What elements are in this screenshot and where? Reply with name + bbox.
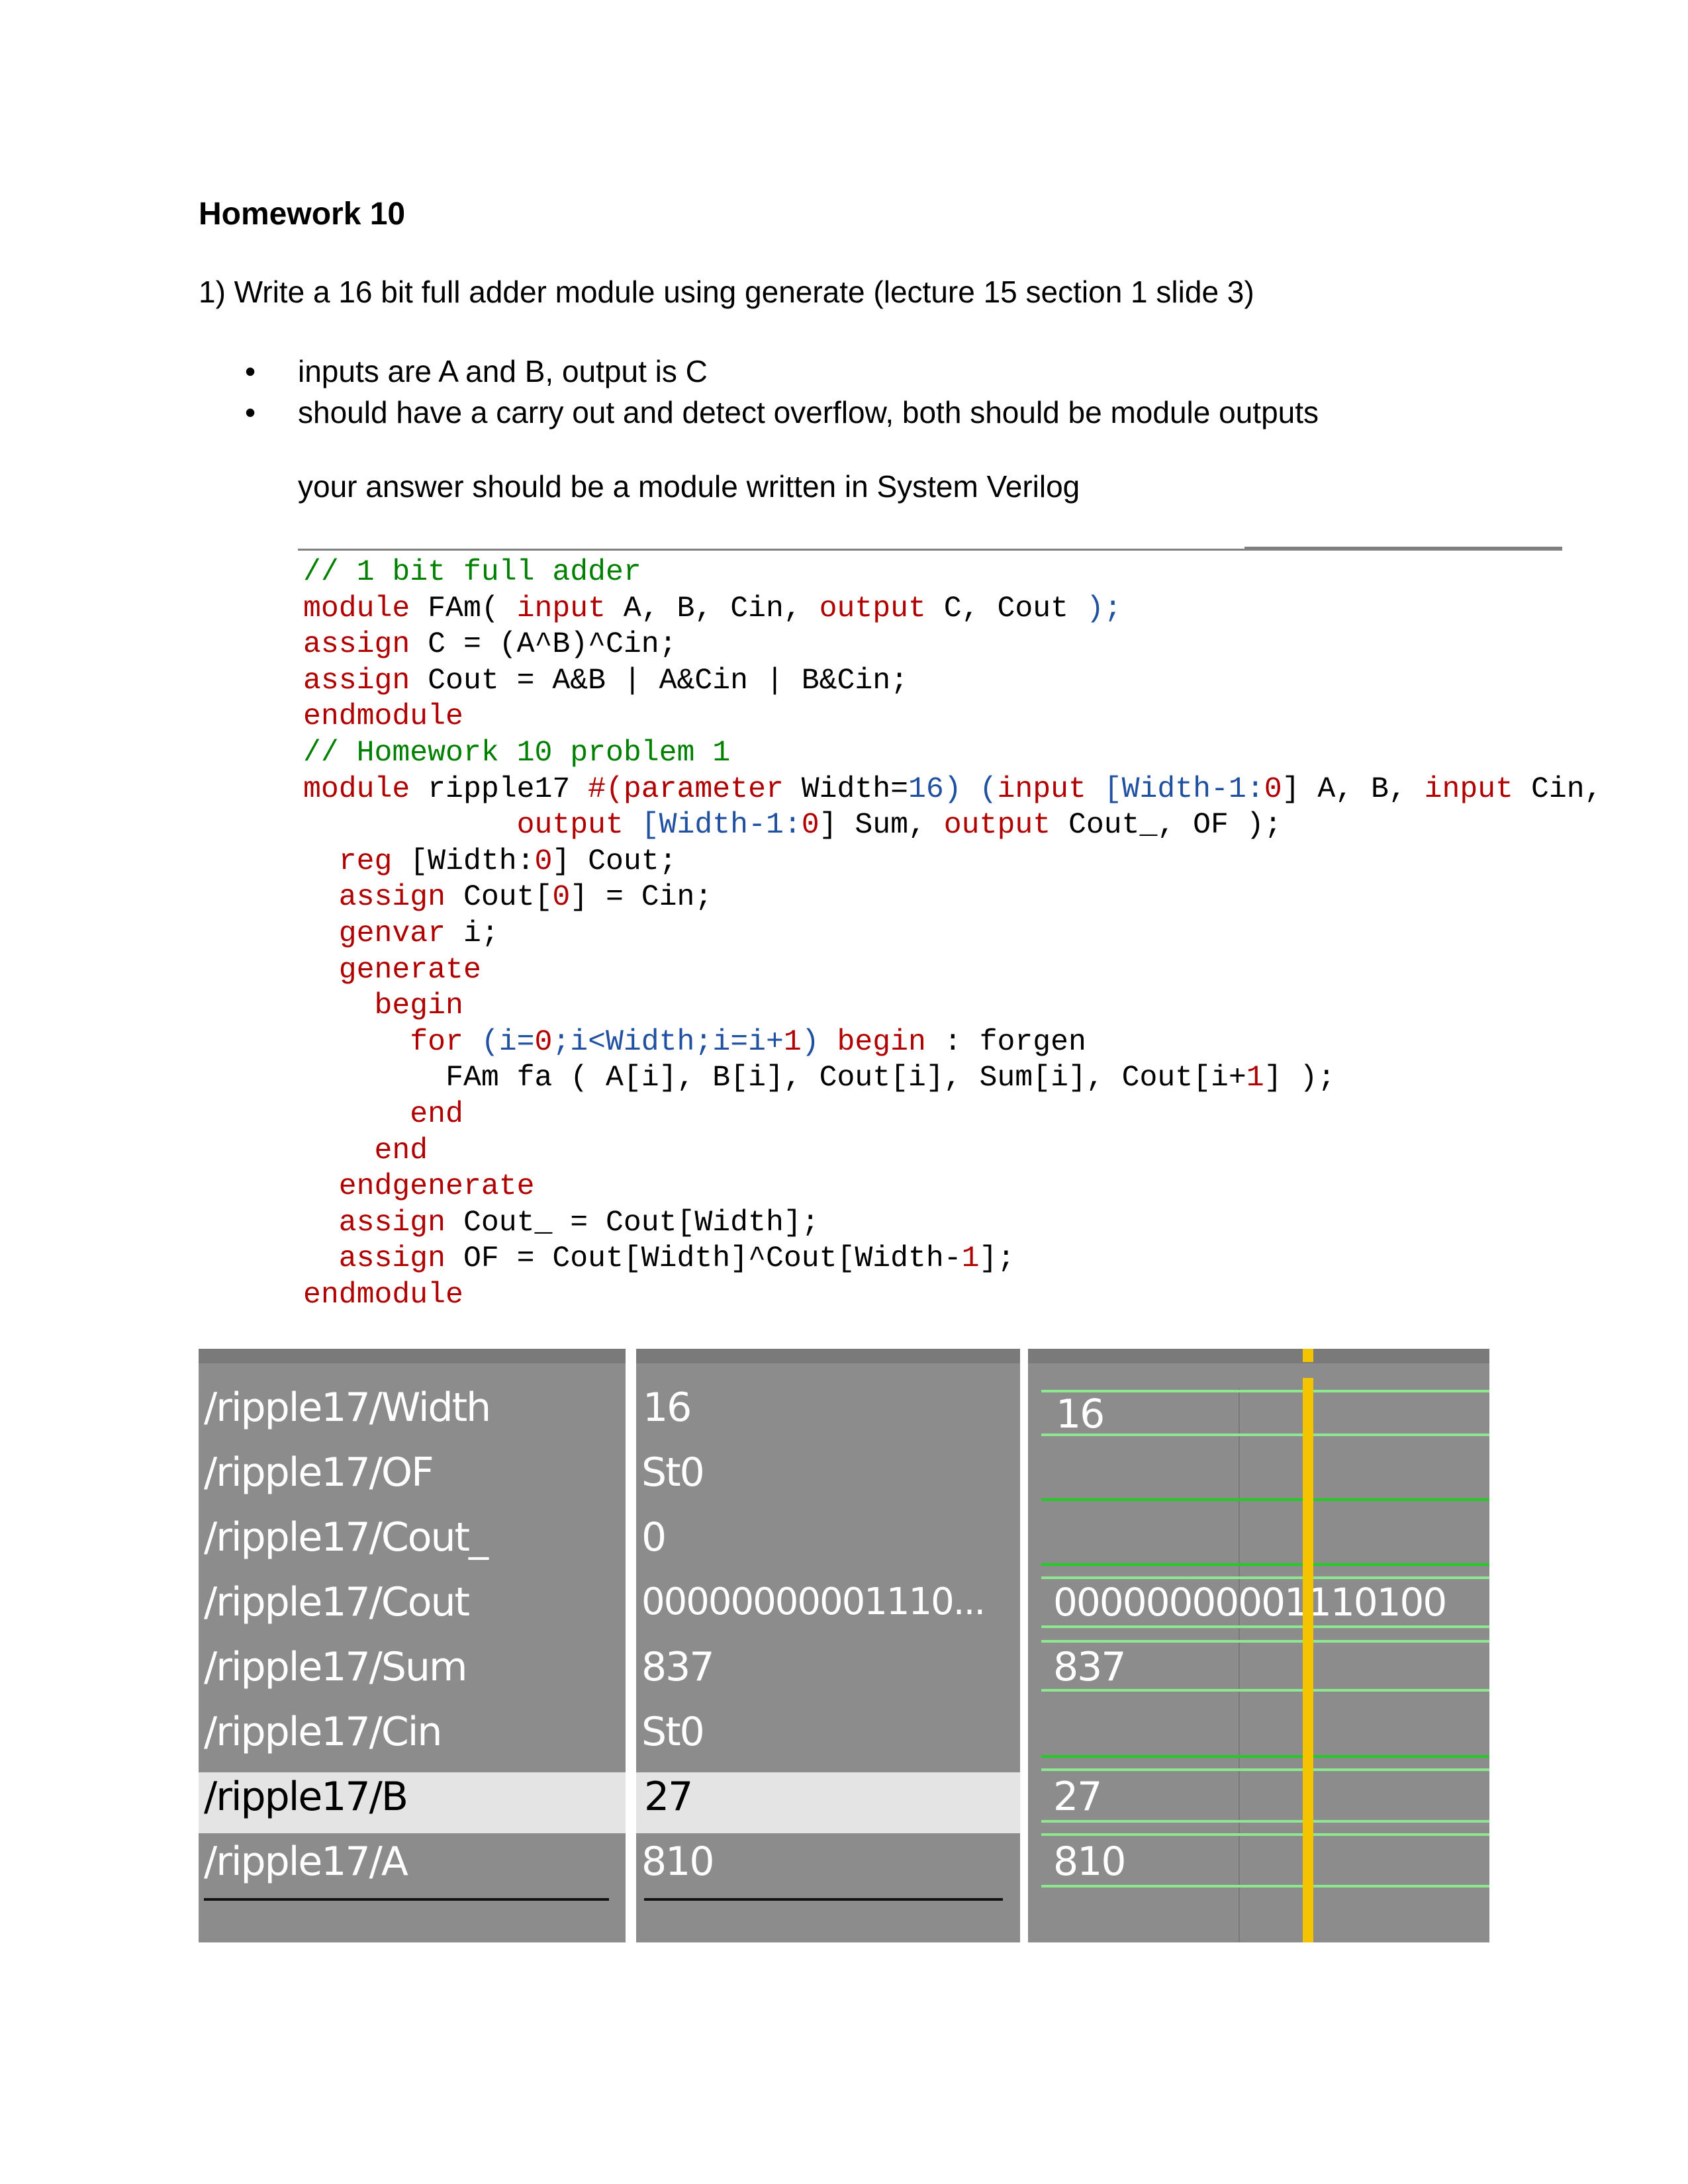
code-line: assign C = (A^B)^Cin; bbox=[303, 628, 677, 662]
signal-name[interactable]: /ripple17/Cin bbox=[204, 1709, 442, 1755]
code-line: assign Cout = A&B | A&Cin | B&Cin; bbox=[303, 664, 909, 698]
grid-line bbox=[1239, 1388, 1240, 1942]
signal-name[interactable]: /ripple17/Cout_ bbox=[204, 1514, 489, 1561]
signal-name[interactable]: /ripple17/Width bbox=[204, 1385, 491, 1431]
code-line: endmodule bbox=[303, 1278, 463, 1312]
signal-names-pane[interactable]: /ripple17/Width /ripple17/OF /ripple17/C… bbox=[199, 1349, 626, 1942]
code-line: assign Cout_ = Cout[Width]; bbox=[338, 1206, 820, 1240]
wave-value: 27 bbox=[1053, 1774, 1102, 1820]
code-line: generate bbox=[338, 953, 481, 987]
code-line: reg [Width:0] Cout; bbox=[338, 844, 677, 878]
code-line: // 1 bit full adder bbox=[303, 556, 641, 589]
signal-value: 810 bbox=[641, 1839, 715, 1885]
waveform-screenshot: /ripple17/Width /ripple17/OF /ripple17/C… bbox=[199, 1349, 1489, 1942]
cursor-handle[interactable] bbox=[1303, 1349, 1313, 1362]
bullet-icon: • bbox=[245, 395, 256, 430]
bus-line bbox=[1041, 1640, 1489, 1643]
logic-low-line bbox=[1041, 1498, 1489, 1501]
bus-line bbox=[1041, 1625, 1489, 1628]
bus-line bbox=[1041, 1833, 1489, 1836]
signal-values-pane[interactable]: 16 St0 0 00000000001110... 837 St0 27 81… bbox=[636, 1349, 1020, 1942]
pane-header bbox=[199, 1349, 626, 1363]
code-line: output [Width-1:0] Sum, output Cout_, OF… bbox=[516, 809, 1282, 842]
list-item: • should have a carry out and detect over… bbox=[245, 392, 1319, 433]
code-line: end bbox=[374, 1134, 428, 1167]
selected-row-highlight bbox=[199, 1772, 626, 1833]
pane-header bbox=[1028, 1349, 1489, 1363]
code-line: endgenerate bbox=[338, 1170, 535, 1204]
selected-row-highlight bbox=[636, 1772, 1020, 1833]
signal-name[interactable]: /ripple17/Sum bbox=[204, 1644, 467, 1690]
divider bbox=[1244, 547, 1562, 549]
code-line: assign OF = Cout[Width]^Cout[Width-1]; bbox=[338, 1242, 1015, 1276]
wave-value: 16 bbox=[1056, 1391, 1105, 1437]
list-end-line bbox=[644, 1898, 1003, 1901]
code-line: assign Cout[0] = Cin; bbox=[338, 881, 713, 915]
bus-line bbox=[1041, 1433, 1489, 1436]
waveform-pane[interactable]: 16 00000000001110100 837 27 810 bbox=[1028, 1349, 1489, 1942]
bus-line bbox=[1041, 1885, 1489, 1888]
divider bbox=[298, 549, 1562, 551]
code-line: end bbox=[410, 1097, 463, 1131]
answer-note: your answer should be a module written i… bbox=[298, 469, 1080, 504]
logic-low-line bbox=[1041, 1563, 1489, 1566]
time-cursor[interactable] bbox=[1303, 1378, 1313, 1942]
signal-name[interactable]: /ripple17/Cout bbox=[204, 1579, 470, 1625]
signal-value: 0 bbox=[641, 1514, 667, 1561]
bullet-text: should have a carry out and detect overf… bbox=[298, 395, 1319, 430]
code-line: module ripple17 #(parameter Width=16) (i… bbox=[303, 772, 1603, 806]
signal-value: 16 bbox=[643, 1385, 692, 1431]
code-line: endmodule bbox=[303, 700, 463, 734]
bullet-text: inputs are A and B, output is C bbox=[298, 354, 708, 388]
list-end-line bbox=[204, 1898, 609, 1901]
requirements-list: • inputs are A and B, output is C • should… bbox=[245, 351, 1319, 433]
code-line: // Homework 10 problem 1 bbox=[303, 736, 731, 770]
wave-value: 837 bbox=[1053, 1644, 1127, 1690]
bus-line bbox=[1041, 1689, 1489, 1692]
code-line: begin bbox=[374, 989, 463, 1023]
signal-name-selected[interactable]: /ripple17/B bbox=[204, 1774, 408, 1820]
signal-name[interactable]: /ripple17/A bbox=[204, 1839, 408, 1885]
bullet-icon: • bbox=[245, 354, 256, 388]
homework-title: Homework 10 bbox=[199, 197, 406, 232]
signal-value-selected: 27 bbox=[644, 1774, 693, 1820]
signal-value: St0 bbox=[641, 1449, 705, 1496]
logic-low-line bbox=[1041, 1755, 1489, 1758]
wave-value: 810 bbox=[1053, 1839, 1127, 1885]
pane-header bbox=[636, 1349, 1020, 1363]
bus-line bbox=[1041, 1390, 1489, 1392]
signal-value: St0 bbox=[641, 1709, 705, 1755]
code-line: module FAm( input A, B, Cin, output C, C… bbox=[303, 592, 1122, 625]
list-item: • inputs are A and B, output is C bbox=[245, 351, 1319, 392]
code-line: for (i=0;i<Width;i=i+1) begin : forgen bbox=[410, 1025, 1086, 1059]
signal-value: 00000000001110... bbox=[641, 1580, 986, 1623]
bus-line bbox=[1041, 1576, 1489, 1579]
bus-line bbox=[1041, 1768, 1489, 1771]
wave-value: 00000000001110100 bbox=[1053, 1580, 1447, 1625]
code-line: FAm fa ( A[i], B[i], Cout[i], Sum[i], Co… bbox=[445, 1062, 1336, 1095]
signal-name[interactable]: /ripple17/OF bbox=[204, 1449, 434, 1496]
code-line: genvar i; bbox=[338, 917, 499, 950]
bus-line bbox=[1041, 1820, 1489, 1823]
signal-value: 837 bbox=[641, 1644, 715, 1690]
question-text: 1) Write a 16 bit full adder module usin… bbox=[199, 275, 1254, 309]
